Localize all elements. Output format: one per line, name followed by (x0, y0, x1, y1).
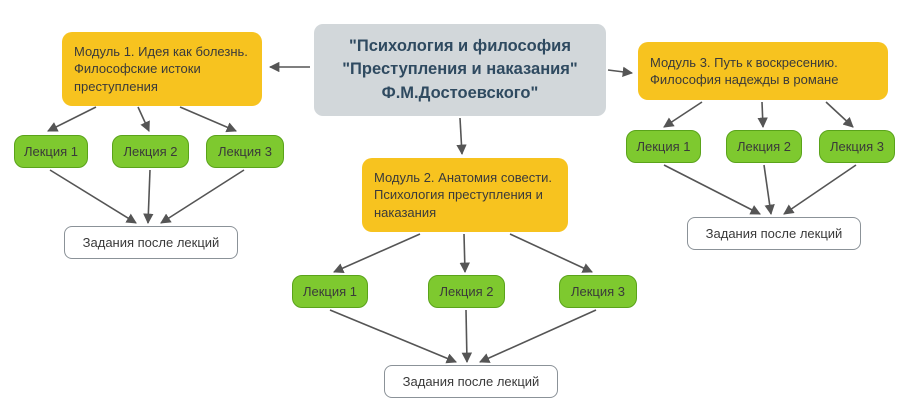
module-1-assignments-node: Задания после лекций (64, 226, 238, 259)
module-3-assignments-node: Задания после лекций (687, 217, 861, 250)
module-1-lecture-2-node: Лекция 2 (112, 135, 189, 168)
module-3-lecture-1-node: Лекция 1 (626, 130, 701, 163)
module-1-node: Модуль 1. Идея как болезнь. Философские … (62, 32, 262, 106)
module-2-lecture-2-node: Лекция 2 (428, 275, 505, 308)
module-2-lecture-1-node: Лекция 1 (292, 275, 368, 308)
course-title-node: "Психология и философия "Преступления и … (314, 24, 606, 116)
module-3-node: Модуль 3. Путь к воскресению. Философия … (638, 42, 888, 100)
module-2-node: Модуль 2. Анатомия совести. Психология п… (362, 158, 568, 232)
module-2-assignments-node: Задания после лекций (384, 365, 558, 398)
module-2-lecture-3-node: Лекция 3 (559, 275, 637, 308)
module-3-lecture-3-node: Лекция 3 (819, 130, 895, 163)
module-1-lecture-3-node: Лекция 3 (206, 135, 284, 168)
module-1-lecture-1-node: Лекция 1 (14, 135, 88, 168)
module-3-lecture-2-node: Лекция 2 (726, 130, 802, 163)
